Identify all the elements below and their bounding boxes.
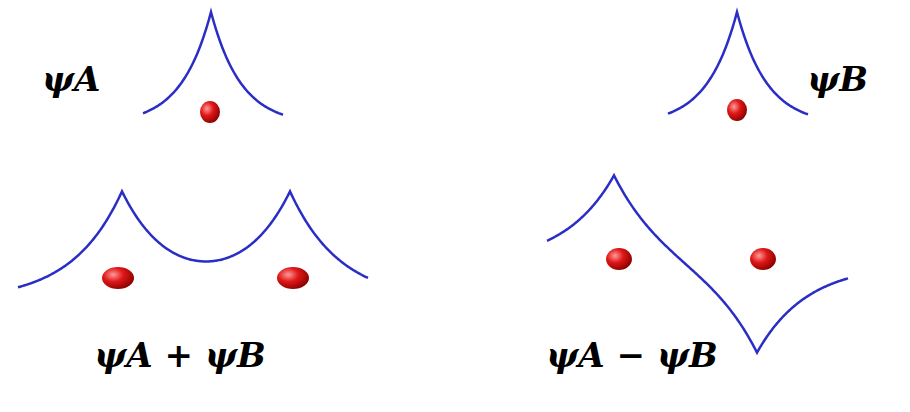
wave-curve (143, 12, 283, 115)
wave-curve (18, 191, 368, 287)
nucleus-ball (750, 248, 776, 270)
wave-curve (668, 12, 808, 114)
wave-label: ψA + ψB (94, 337, 265, 374)
nucleus-ball (102, 267, 134, 289)
nucleus-ball (200, 101, 220, 123)
nucleus-ball (277, 267, 309, 289)
nucleus-ball (727, 99, 747, 121)
wave-label: ψA (42, 61, 100, 98)
wave-label: ψA − ψB (546, 337, 717, 374)
nucleus-ball (606, 248, 632, 270)
wave-curve (547, 175, 848, 352)
wave-label: ψB (807, 61, 868, 98)
